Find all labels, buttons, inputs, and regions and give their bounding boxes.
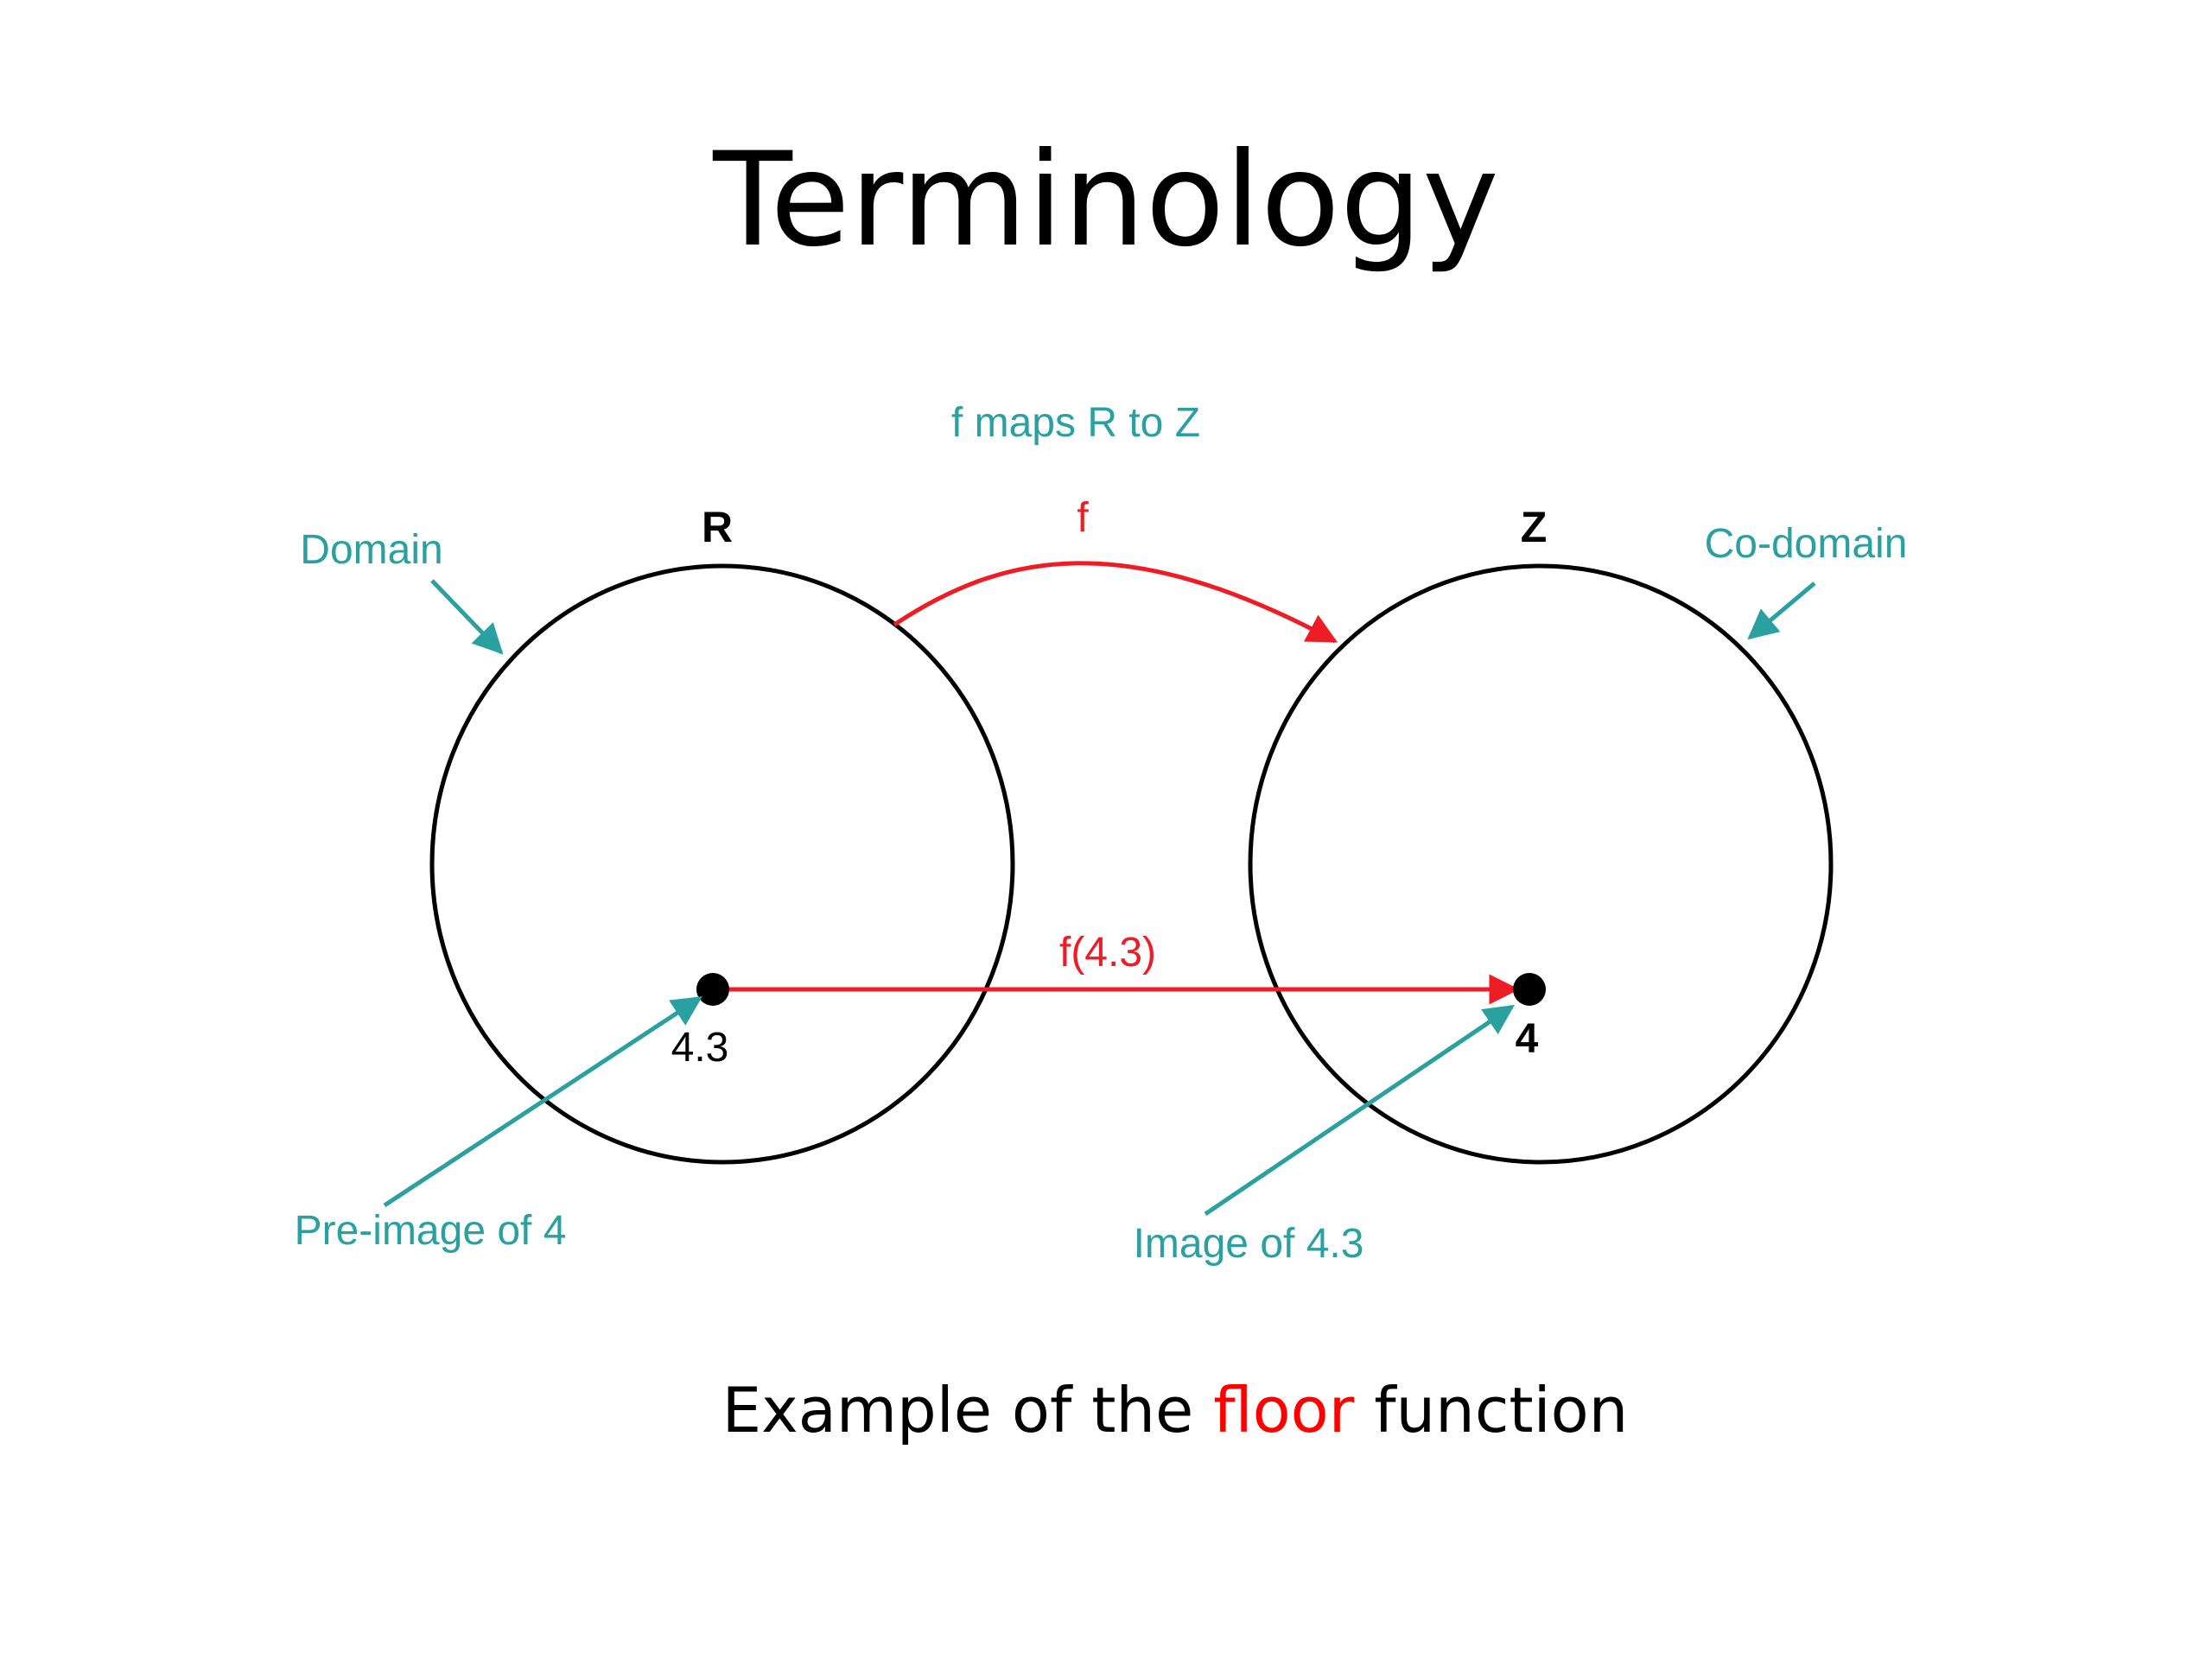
function-label: f xyxy=(1077,495,1089,541)
domain-circle xyxy=(429,563,1015,1165)
image-callout: Image of 4.3 xyxy=(1134,1221,1364,1267)
function-arrow xyxy=(893,561,1338,644)
caption-prefix: Example of the xyxy=(721,1374,1214,1446)
domain-callout-arrow xyxy=(430,579,504,655)
codomain-callout: Co-domain xyxy=(1705,521,1908,567)
caption-highlight: floor xyxy=(1213,1374,1355,1446)
output-value: 4 xyxy=(1516,1016,1539,1062)
output-point xyxy=(1513,973,1546,1006)
preimage-callout: Pre-image of 4 xyxy=(295,1208,567,1254)
preimage-callout-arrow xyxy=(383,995,702,1208)
codomain-set-label: Z xyxy=(1521,503,1548,551)
slide-title: Terminology xyxy=(713,125,1499,276)
image-callout-arrow xyxy=(1204,1004,1515,1217)
input-value: 4.3 xyxy=(671,1025,729,1071)
domain-set-label: R xyxy=(702,503,733,551)
codomain-circle xyxy=(1248,563,1834,1165)
domain-callout: Domain xyxy=(300,527,442,573)
mapping-caption: f maps R to Z xyxy=(951,400,1200,446)
application-label: f(4.3) xyxy=(1059,930,1156,976)
slide-caption: Example of the floor function xyxy=(0,1374,2212,1446)
input-point xyxy=(696,973,729,1006)
codomain-callout-arrow xyxy=(1747,582,1816,640)
caption-suffix: function xyxy=(1354,1374,1629,1446)
